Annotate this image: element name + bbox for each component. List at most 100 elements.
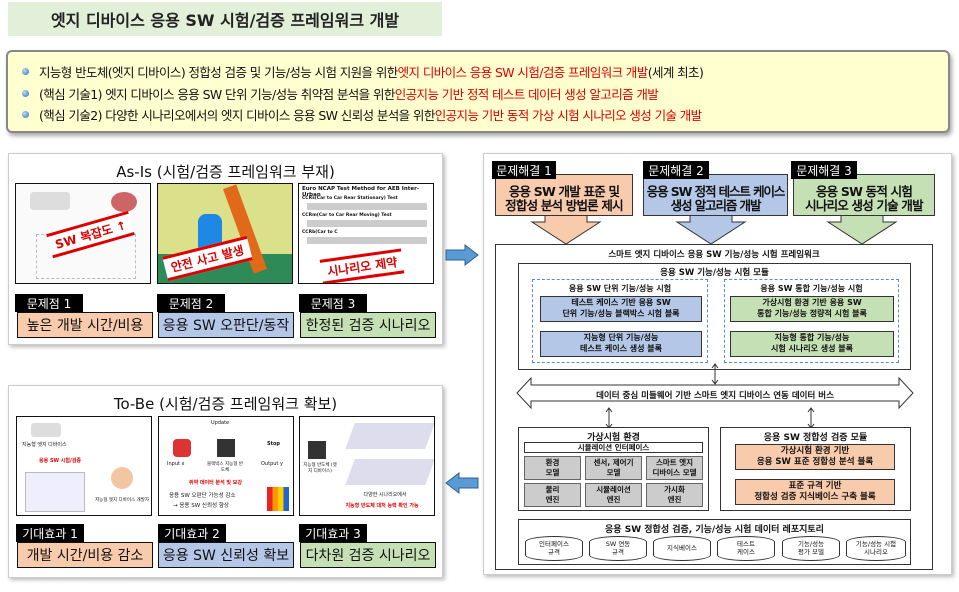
summary-highlight: 인공지능 기반 정적 테스트 데이터 생성 알고리즘 개발 [394, 86, 659, 102]
cell-text: 엔진 [667, 495, 682, 504]
caption: Update [211, 420, 230, 426]
framework-thumbnail [25, 472, 85, 512]
cell-text: 센서, 제어기 [593, 458, 634, 468]
cell-text: 디바이스 모델 [652, 468, 697, 477]
repo-text: 규격 [612, 547, 624, 556]
problem-text: 높은 개발 시간/비용 [17, 312, 153, 338]
ncap-test: CCRb(Car to C [302, 230, 338, 235]
virtual-env-title: 가상시험 환경 [587, 433, 640, 443]
problem-label: 문제점 1 [15, 294, 83, 312]
summary-highlight: 엣지 디바이스 응용 SW 시험/검증 프레임워크 개발 [397, 65, 649, 81]
cell-text: 환경 [545, 458, 560, 468]
right-arrow-icon [445, 244, 479, 266]
summary-item: 지능형 반도체(엣지 디바이스) 정합성 검증 및 기능/성능 시험 지원을 위… [22, 61, 934, 83]
problem-text: 한정된 검증 시나리오 [300, 312, 436, 338]
ncap-test: CCRs(Car to Car Rear Stationary) Test [302, 196, 398, 201]
simulation-interface: 시뮬레이션 인터페이스 [524, 442, 703, 453]
caption: 취약 데이터 분석 및 보강 [189, 480, 242, 486]
cell-text: 가시화 [664, 485, 685, 495]
solution-text: 시나리오 생성 기술 개발 [805, 198, 923, 213]
cell-text: 엔진 [545, 495, 560, 504]
module-title: 응용 SW 기능/성능 시험 모듈 [660, 268, 769, 278]
caption: 지능형 반도체 (엣지 디바이스) [303, 463, 337, 474]
effect-label: 기대효과 1 [16, 524, 84, 542]
cell-text: 엔진 [606, 495, 621, 504]
repo-text: 지식베이스 [667, 543, 697, 552]
bus-diagram [516, 363, 914, 429]
stamp: 시나리오 제약 [319, 248, 405, 283]
scenario-icon [345, 423, 434, 449]
repository-title: 응용 SW 정합성 검증, 기능/성능 시험 데이터 레포지토리 [605, 525, 824, 535]
data-bus-arrow [516, 376, 914, 410]
caption: Stop [267, 441, 281, 447]
problem-label: 문제점 2 [157, 294, 225, 312]
caption: 블랙박스 지능형 반도체 [207, 462, 243, 473]
bar-chart-icon [267, 487, 289, 511]
summary-text: (세계 최초) [647, 65, 704, 81]
device-icon [31, 423, 61, 437]
caption: → 응용 SW 신뢰성 향상 [173, 503, 229, 509]
repo-text: 기능/성능 시험 [855, 539, 897, 548]
asis-panel: As-Is (시험/검증 프레임워크 부재) SW 복잡도 ↑ 안전 사고 발생… [8, 153, 443, 345]
tobe-image-2: Update Stop Input x 블랙박스 지능형 반도체 Output … [158, 416, 294, 516]
block-text: 지능형 단위 기능/성능 [583, 333, 659, 343]
block-text: 테스트 케이스 생성 블록 [580, 344, 662, 353]
solution-text: 응용 SW 개발 표준 및 [508, 184, 620, 199]
block-text: 가상시험 환경 기반 응용 SW [762, 298, 862, 308]
block-text: 정합성 검증 지식베이스 구축 블록 [754, 492, 876, 502]
repo-text: 평가 모델 [798, 547, 824, 556]
solution-text: 정합성 분석 방법론 제시 [505, 198, 623, 213]
road [307, 203, 427, 210]
block-text: 단위 기능/성능 블랙박스 시험 블록 [562, 309, 680, 318]
caption: 지능형 엣지 디바이스 [22, 442, 67, 448]
effect-label: 기대효과 3 [299, 524, 367, 542]
double-arrow-icon [605, 407, 613, 429]
caption: 응용 SW 시험/검증 [39, 458, 82, 464]
tobe-panel: To-Be (시험/검증 프레임워크 확보) 지능형 엣지 디바이스 응용 SW… [8, 385, 443, 578]
problem-text: 응용 SW 오판단/동작 [158, 312, 294, 338]
tobe-image-1: 지능형 엣지 디바이스 응용 SW 시험/검증 지능형 엣지 디바이스 개발자 [16, 416, 152, 516]
solution-text: 응용 SW 동적 시험 [815, 184, 913, 199]
developer-icon [111, 467, 133, 489]
page-title: 엣지 디바이스 응용 SW 시험/검증 프레임워크 개발 [8, 2, 442, 36]
block-text: 응용 SW 표준 정합성 분석 블록 [756, 457, 874, 467]
group-title: 응용 SW 통합 기능/성능 시험 [760, 284, 863, 293]
double-arrow-icon [807, 407, 815, 429]
block-text: 표준 규격 기반 [788, 480, 842, 491]
caption: 다양한 시나리오에서 [363, 492, 407, 498]
block-text: 통합 기능/성능 정량적 시험 블록 [757, 309, 867, 318]
solution-text: 생성 알고리즘 개발 [670, 198, 762, 213]
data-bus-label: 데이터 중심 미들웨어 기반 스마트 엣지 디바이스 연동 데이터 버스 [596, 391, 834, 401]
left-arrow-icon [445, 472, 479, 494]
summary-box: 지능형 반도체(엣지 디바이스) 정합성 검증 및 기능/성능 시험 지원을 위… [6, 50, 950, 133]
unit-test-group: 응용 SW 단위 기능/성능 시험 [532, 279, 708, 363]
effect-text: 다차원 검증 시나리오 [300, 542, 436, 568]
stop-sign-icon [173, 439, 191, 457]
repository-item: 지식베이스 [653, 536, 711, 561]
block-text: 테스트 케이스 기반 응용 SW [571, 298, 671, 308]
asis-title: As-Is (시험/검증 프레임워크 부재) [116, 163, 335, 181]
caption: 지능형 엣지 디바이스 개발자 [95, 498, 149, 503]
